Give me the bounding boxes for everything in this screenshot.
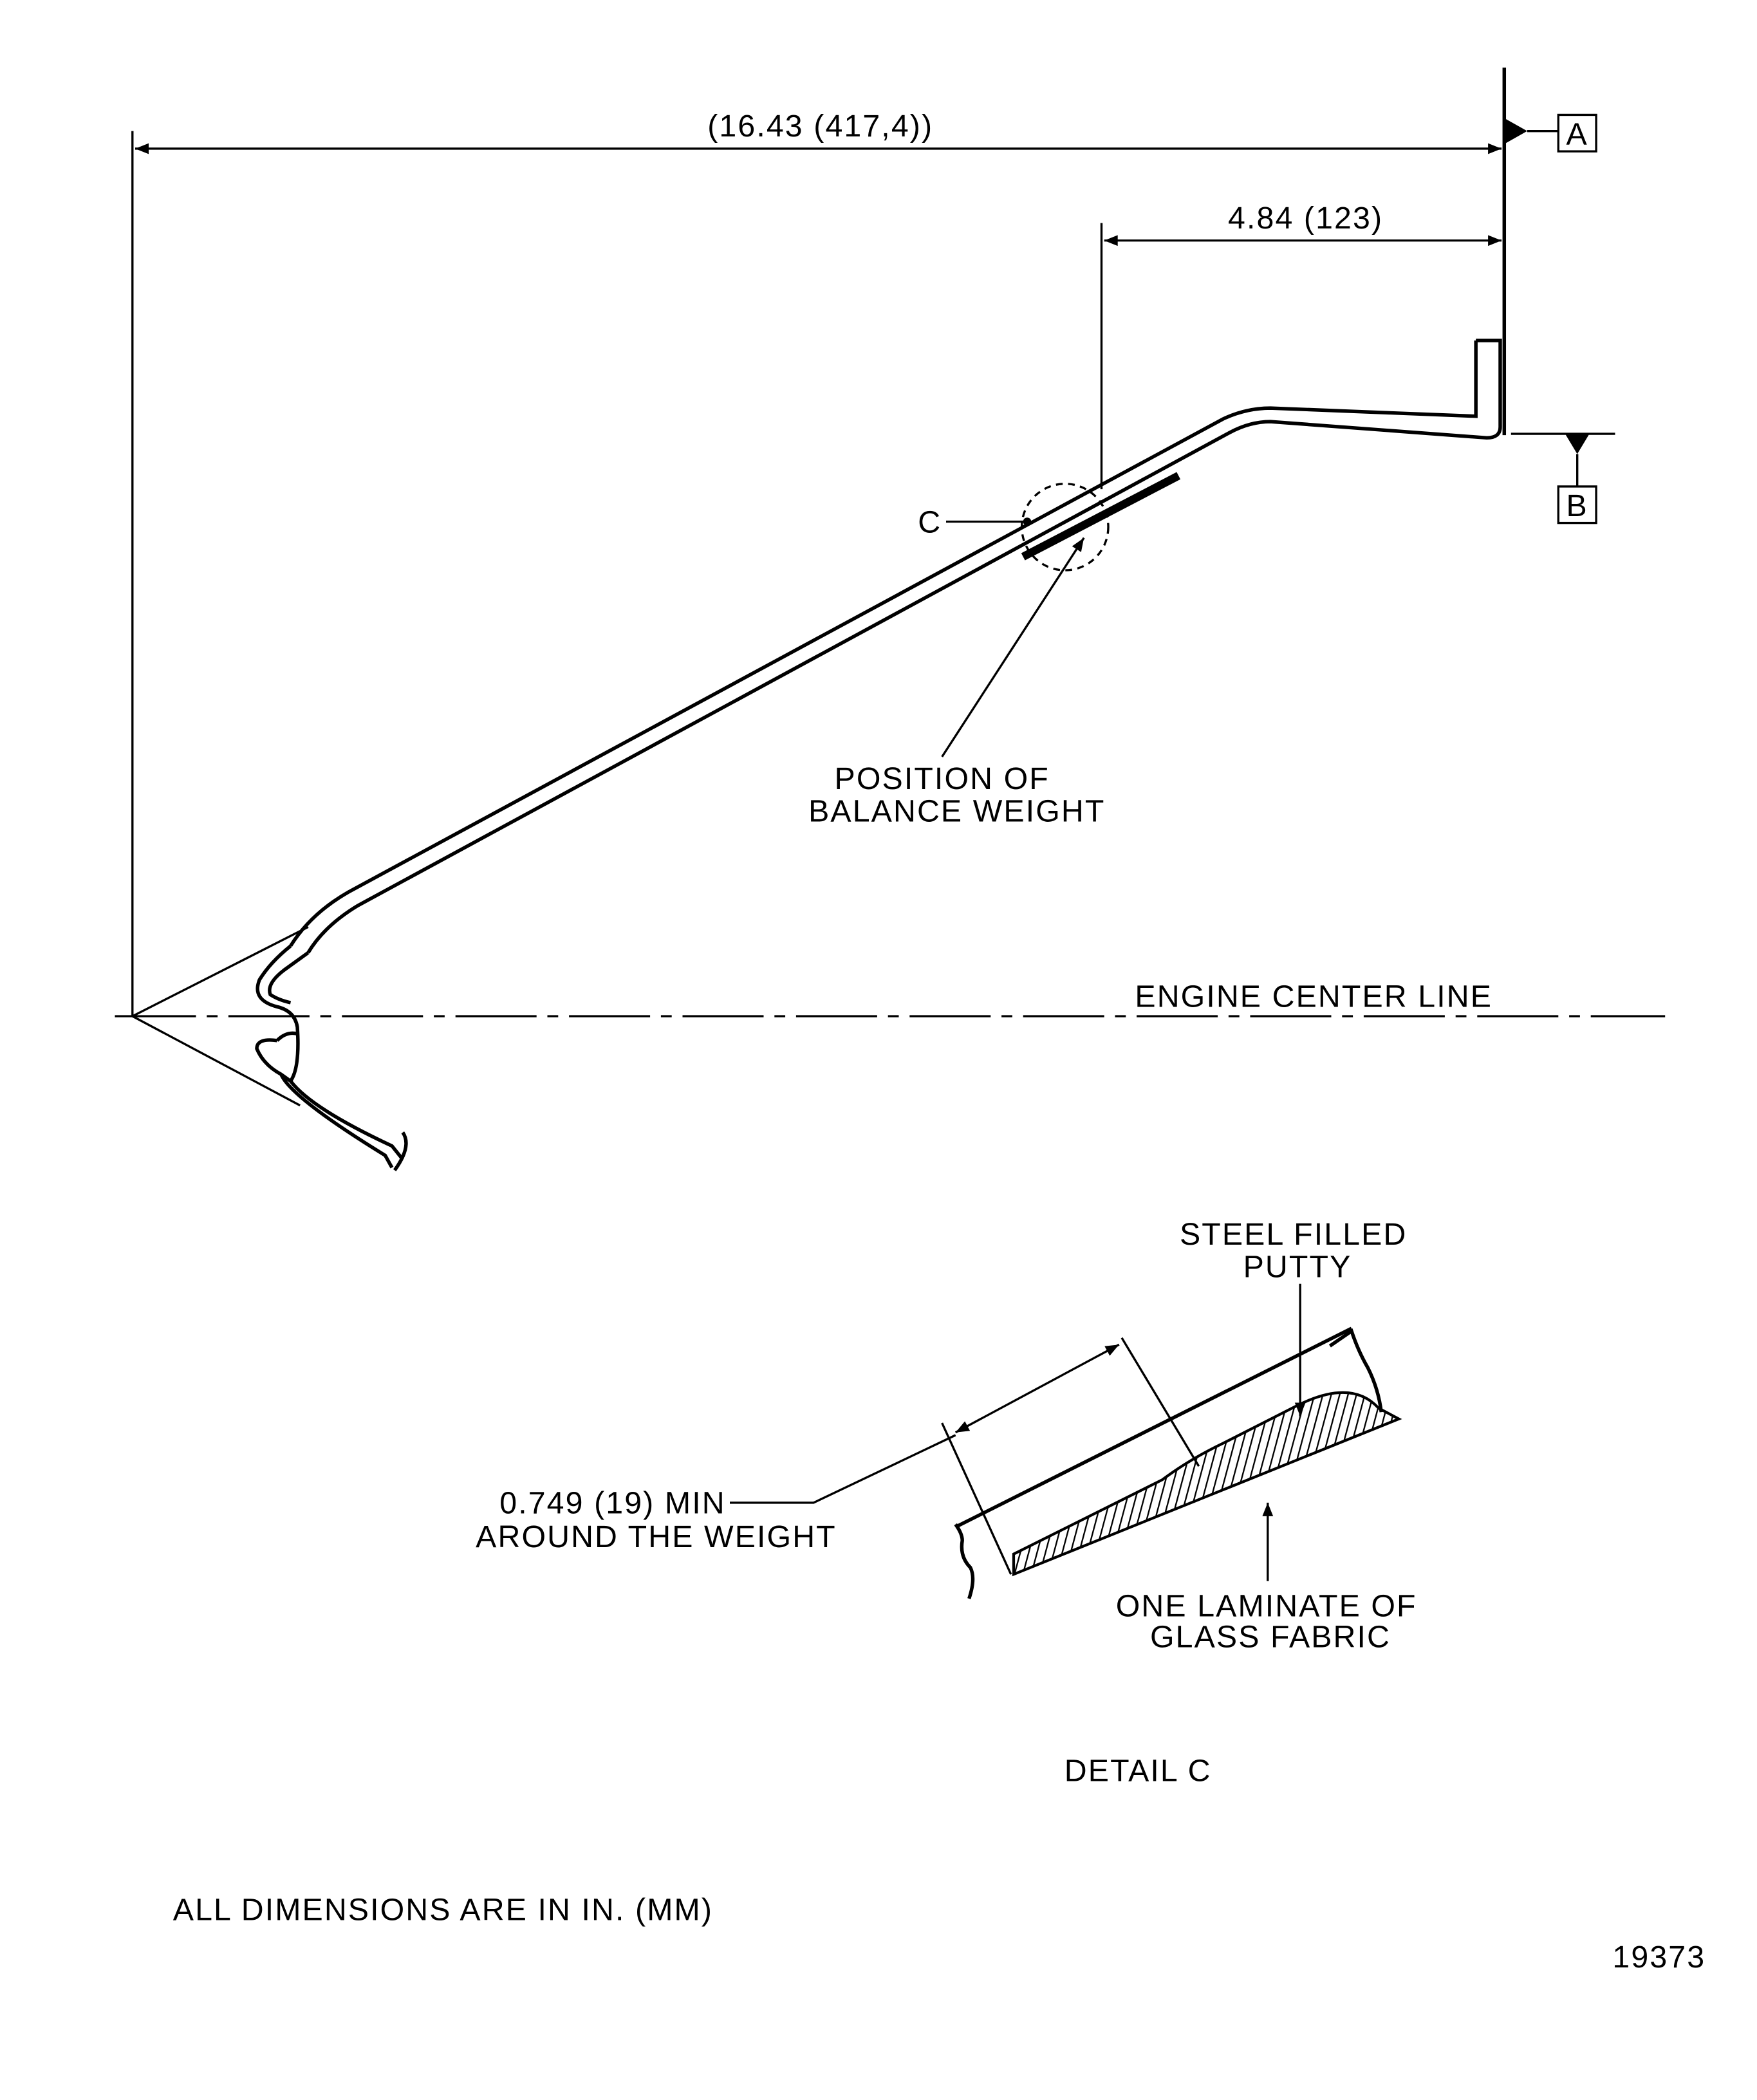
balance-weight-label-2: BALANCE WEIGHT [808,794,1105,829]
units-note: ALL DIMENSIONS ARE IN IN. (MM) [173,1893,713,1928]
detail-title: DETAIL C [1064,1753,1212,1788]
overall-dimension-label: (16.43 (417,4)) [707,109,933,144]
weight-min-label-1: 0.749 (19) MIN [499,1486,725,1521]
detail-c-ref-label: C [918,505,942,539]
offset-dimension: 4.84 (123) [1100,201,1502,490]
datum-b-label: B [1566,488,1588,523]
detail-c: STEEL FILLED PUTTY ONE LAMINATE OF GLASS… [476,1217,1417,1789]
detail-c-callout: C POSITION OF BALANCE WEIGHT [808,483,1110,829]
laminate-label-1: ONE LAMINATE OF [1116,1588,1417,1623]
datum-a-label: A [1566,117,1588,152]
laminate-label-2: GLASS FABRIC [1150,1620,1391,1655]
putty-label-2: PUTTY [1243,1249,1352,1284]
balance-weight-label-1: POSITION OF [835,761,1050,796]
center-line-label: ENGINE CENTER LINE [1135,979,1492,1014]
datum-a: A [1502,67,1597,436]
spinner-profile [255,339,1502,1171]
figure-number: 19373 [1612,1940,1706,1975]
putty-label-1: STEEL FILLED [1180,1217,1407,1252]
overall-dimension: (16.43 (417,4)) [131,109,1502,1017]
offset-dimension-label: 4.84 (123) [1228,201,1383,236]
engine-center-line: ENGINE CENTER LINE [115,925,1666,1107]
datum-b: B [1511,432,1615,525]
weight-min-label-2: AROUND THE WEIGHT [476,1519,837,1554]
